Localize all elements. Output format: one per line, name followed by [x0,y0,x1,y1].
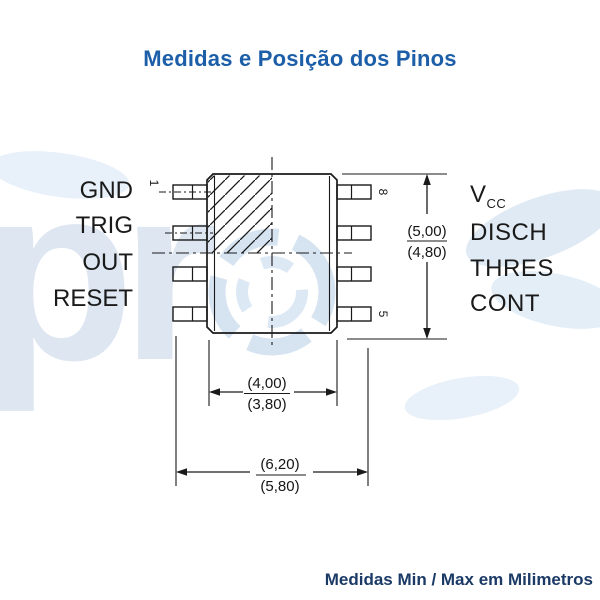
pin-number-1: 1 [147,180,161,187]
pin-5 [336,306,372,322]
dimension-overall-width: (6,20) (5,80) [175,336,369,495]
arrowhead-left [176,468,187,476]
watermark-swoosh [0,151,130,199]
arrowhead-left [209,388,220,396]
pin-label-cont: CONT [470,290,540,317]
footer-note: Medidas Min / Max em Milimetros [324,570,593,589]
arrowhead-right [357,468,368,476]
arrowhead-up [423,174,431,185]
vcc-base: V [470,181,487,208]
pin-2 [172,225,208,241]
dimension-height: (5,00) (4,80) [342,173,447,340]
watermark-swoosh [465,189,600,267]
dimension-body-width: (4,00) (3,80) [208,340,338,413]
page-title: Medidas e Posição dos Pinos [143,46,457,71]
pin-label-out: OUT [82,249,133,276]
arrowhead-right [326,388,337,396]
pin1-hatch-quadrant [208,175,272,253]
left-pins [172,184,208,322]
right-pins [336,184,372,322]
overall-width-min: (5,80) [260,478,299,495]
pin-label-gnd: GND [79,177,133,204]
pin-1 [172,184,208,200]
height-min: (4,80) [407,244,446,261]
pin-label-trig: TRIG [75,212,133,239]
watermark-swoosh [404,375,520,421]
pin-3 [172,266,208,282]
pin-label-reset: RESET [52,285,133,312]
vcc-subscript: CC [486,196,507,211]
pin-number-5: 5 [376,311,390,318]
pin-8 [336,184,372,200]
height-max: (5,00) [407,223,446,240]
pin-label-disch: DISCH [470,219,548,246]
body-width-max: (4,00) [247,375,286,392]
pin-label-vcc: VCC [470,180,506,219]
overall-width-max: (6,20) [260,456,299,473]
pin-label-thres: THRES [470,255,554,282]
watermark-swoosh [491,271,600,329]
pin-6 [336,266,372,282]
pin-4 [172,306,208,322]
chip-body [206,173,338,334]
centerlines [152,157,352,348]
body-width-min: (3,80) [247,396,286,413]
watermark-ring-inner [236,256,308,328]
pin-number-8: 8 [376,189,390,196]
pin-7 [336,225,372,241]
arrowhead-down [423,328,431,339]
